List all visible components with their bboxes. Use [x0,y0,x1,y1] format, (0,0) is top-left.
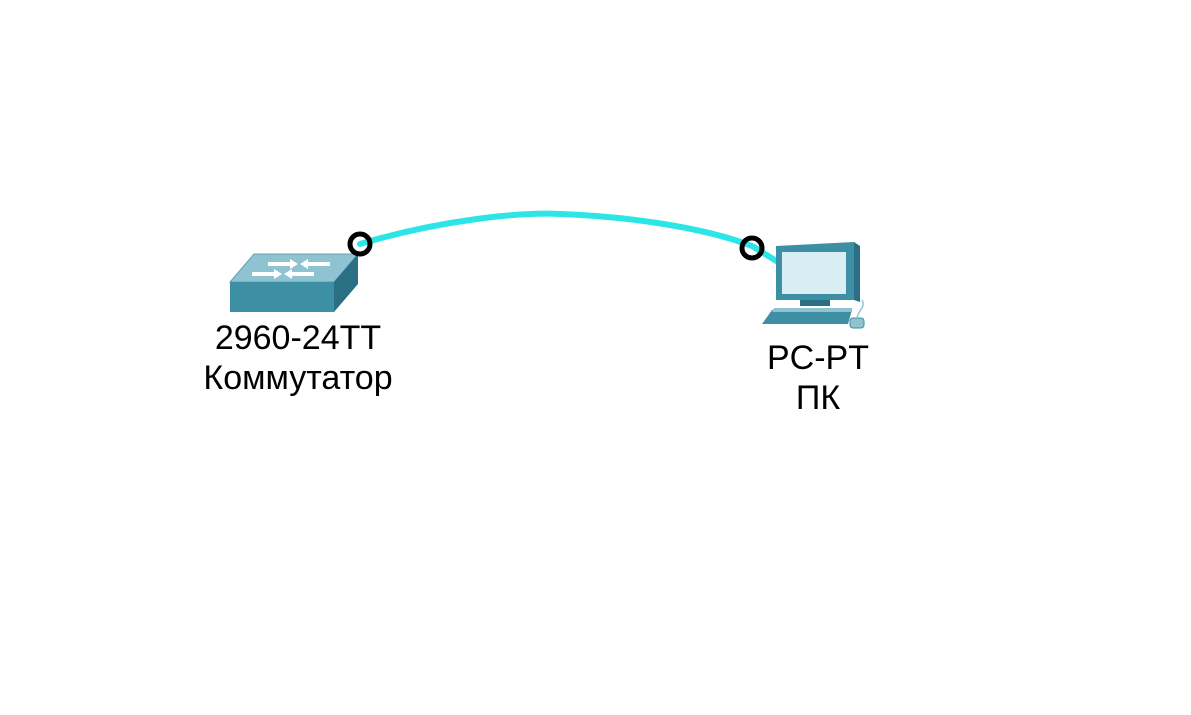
switch-label: 2960-24TT Коммутатор [150,318,446,398]
pc-keyboard-top [772,308,852,312]
switch-side-face [334,254,358,312]
pc-keyboard [762,310,852,324]
pc-icon[interactable] [762,242,865,329]
switch-arrows [252,259,330,279]
pc-name-label: ПК [795,379,841,417]
link-cable[interactable] [357,210,781,265]
switch-front-face [230,282,334,312]
pc-mouse [849,317,865,329]
pc-model-label: PC-PT [767,339,869,377]
link-endpoint-pc[interactable] [739,235,765,261]
pc-screen [782,252,846,294]
switch-icon[interactable] [228,253,360,312]
pc-mouse-cord [856,299,864,319]
pc-monitor-side [854,242,860,302]
switch-name-label: Коммутатор [203,359,393,397]
pc-label: PC-PT ПК [718,338,918,418]
switch-model-label: 2960-24TT [214,319,382,357]
link-endpoint-switch[interactable] [347,231,373,257]
pc-stand [800,300,830,306]
